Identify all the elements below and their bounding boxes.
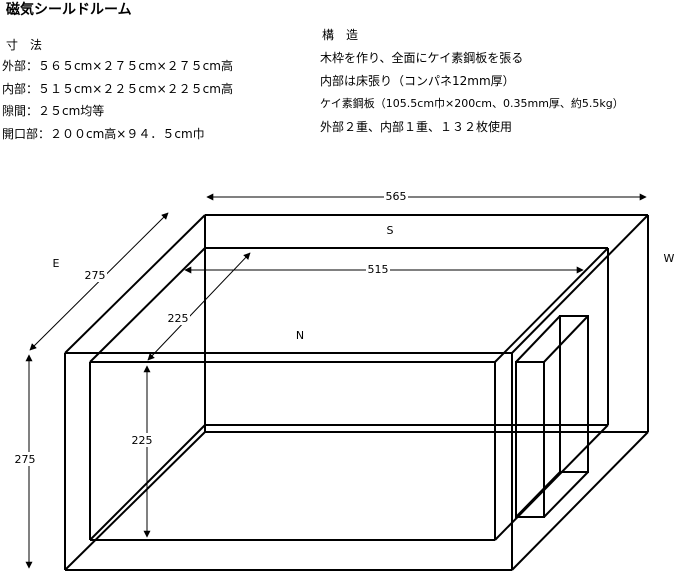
structure-heading: 構 造 [322, 28, 359, 42]
direction-east-label: E [53, 257, 60, 270]
inner-width-label: 515 [368, 263, 389, 276]
inner-depth-arrow [147, 252, 251, 361]
inner-box [89, 247, 609, 541]
direction-north-label: N [296, 329, 304, 342]
outer-height-label: 275 [15, 453, 36, 466]
structure-line-2: 内部は床張り（コンパネ12mm厚） [320, 74, 515, 88]
spec-inner-dimensions: 内部：５１５cm×２２５cm×２２５cm高 [2, 82, 233, 96]
spec-outer-dimensions: 外部：５６５cm×２７５cm×２７５cm高 [2, 59, 233, 73]
spec-gap: 隙間：２５cm均等 [2, 104, 105, 118]
outer-depth-label: 275 [85, 269, 106, 282]
structure-line-1: 木枠を作り、全面にケイ素鋼板を張る [320, 51, 524, 65]
direction-south-label: S [387, 224, 394, 237]
inner-height-label: 225 [132, 434, 153, 447]
specs-heading: 寸 法 [6, 38, 43, 52]
inner-depth-label: 225 [168, 312, 189, 325]
spec-opening: 開口部：２００cm高×９４．５cm巾 [2, 127, 205, 141]
structure-line-4: 外部２重、内部１重、１３２枚使用 [320, 120, 513, 134]
structure-line-3: ケイ素鋼板（105.5cm巾×200cm、0.35mm厚、約5.5kg） [320, 97, 624, 110]
door-opening [515, 315, 589, 518]
direction-west-label: W [664, 252, 675, 265]
page-title: 磁気シールドルーム [6, 2, 132, 18]
outer-width-label: 565 [386, 190, 407, 203]
